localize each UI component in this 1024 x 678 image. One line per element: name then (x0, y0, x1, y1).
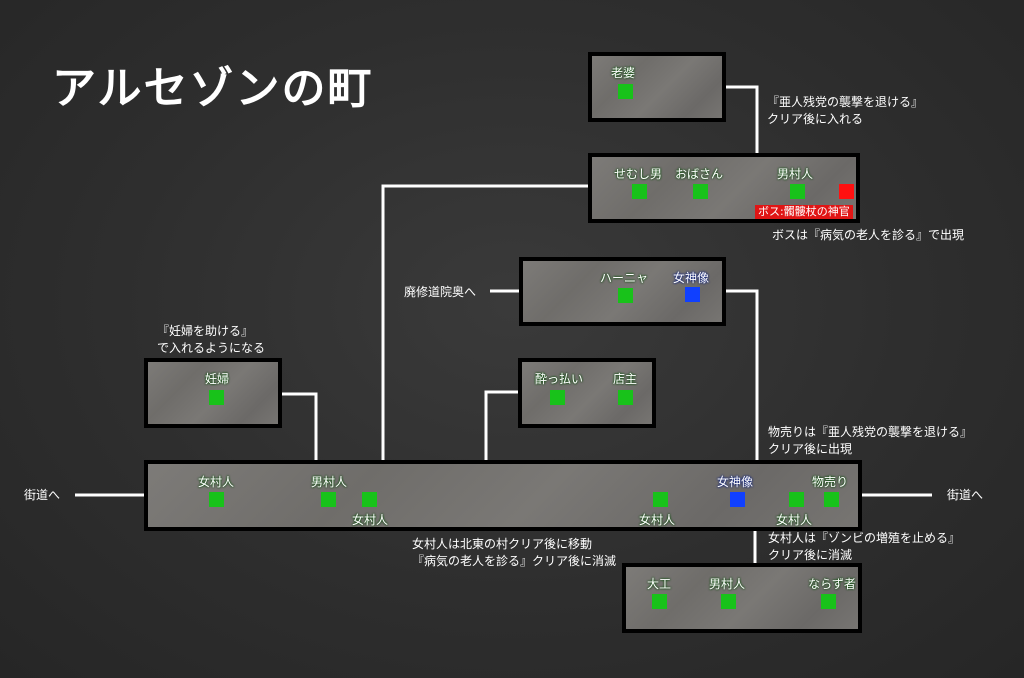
line-tavern-main (484, 390, 519, 462)
note-road-left: 街道へ (24, 488, 61, 502)
npc-marker-hunchback (632, 184, 647, 199)
npc-label-shopkeeper: 店主 (612, 372, 638, 386)
npc-marker-carpenter (652, 594, 667, 609)
statue-marker-harniya (685, 287, 700, 302)
npc-label-drunkard: 酔っ払い (534, 372, 584, 386)
npc-label-villager-woman-1: 女村人 (197, 475, 235, 489)
npc-marker-villager-woman-1 (209, 492, 224, 507)
npc-marker-villager-man-main (321, 492, 336, 507)
note-road-right: 街道へ (947, 488, 984, 502)
npc-label-villager-man-main: 男村人 (310, 475, 348, 489)
note-boss-appearance: ボスは『病気の老人を診る』で出現 (772, 228, 965, 242)
npc-label-auntie: おばさん (674, 167, 724, 181)
npc-marker-drunkard (550, 390, 565, 405)
npc-marker-villager-woman-3 (653, 492, 668, 507)
room-elder: 老婆 (588, 52, 726, 122)
npc-marker-villager-man-south (721, 594, 736, 609)
npc-marker-elder (618, 84, 633, 99)
npc-label-elder: 老婆 (610, 66, 636, 80)
npc-marker-villager-woman-2 (362, 492, 377, 507)
npc-label-thug: ならず者 (808, 577, 856, 591)
note-merchant-appearance: 物売りは『亜人残党の襲撃を退ける』 クリア後に出現 (768, 425, 973, 456)
note-villager-zombie: 女村人は『ゾンビの増殖を止める』 クリア後に消滅 (768, 531, 961, 562)
line-harniya-main (725, 289, 759, 462)
npc-label-villager-man-north: 男村人 (776, 167, 814, 181)
statue-marker-main (730, 492, 745, 507)
boss-marker (839, 184, 854, 199)
note-villager-move: 女村人は北東の村クリア後に移動 『病気の老人を診る』クリア後に消滅 (412, 537, 617, 568)
npc-label-harniya: ハーニャ (599, 271, 649, 285)
npc-marker-thug (821, 594, 836, 609)
npc-marker-shopkeeper (618, 390, 633, 405)
npc-marker-harniya (618, 288, 633, 303)
note-elder-access: 『亜人残党の襲撃を退ける』 クリア後に入れる (767, 95, 924, 126)
npc-label-villager-woman-4: 女村人 (775, 513, 813, 527)
npc-marker-pregnant (209, 390, 224, 405)
npc-label-merchant: 物売り (811, 475, 849, 489)
npc-label-villager-woman-2: 女村人 (351, 513, 389, 527)
page-title: アルセゾンの町 (52, 63, 374, 114)
line-main-north (381, 184, 589, 462)
note-pregnant-access: 『妊婦を助ける』 で入れるようになる (157, 324, 266, 355)
line-pregnant-main (281, 392, 318, 462)
room-harniya: ハーニャ 女神像 (519, 257, 726, 326)
npc-label-villager-woman-3: 女村人 (638, 513, 676, 527)
npc-marker-villager-woman-4 (789, 492, 804, 507)
npc-marker-auntie (693, 184, 708, 199)
note-monastery-exit: 廃修道院奥へ (404, 285, 477, 299)
npc-label-pregnant: 妊婦 (204, 372, 230, 386)
room-tavern: 酔っ払い 店主 (518, 358, 656, 428)
npc-label-villager-man-south: 男村人 (708, 577, 746, 591)
room-main: 女村人 男村人 女村人 女村人 女神像 女村人 物売り (144, 460, 862, 531)
npc-label-carpenter: 大工 (646, 577, 672, 591)
npc-marker-villager-man-north (790, 184, 805, 199)
room-south: 大工 男村人 ならず者 (622, 563, 862, 633)
line-elder-north (725, 85, 759, 155)
statue-label-main: 女神像 (716, 475, 754, 489)
boss-label: ボス:髑髏杖の神官 (755, 205, 853, 219)
npc-marker-merchant (824, 492, 839, 507)
npc-label-hunchback: せむし男 (613, 167, 663, 181)
statue-label-harniya: 女神像 (672, 271, 710, 285)
room-north: せむし男 おばさん 男村人 ボス:髑髏杖の神官 (588, 153, 860, 223)
room-pregnant: 妊婦 (144, 358, 282, 428)
